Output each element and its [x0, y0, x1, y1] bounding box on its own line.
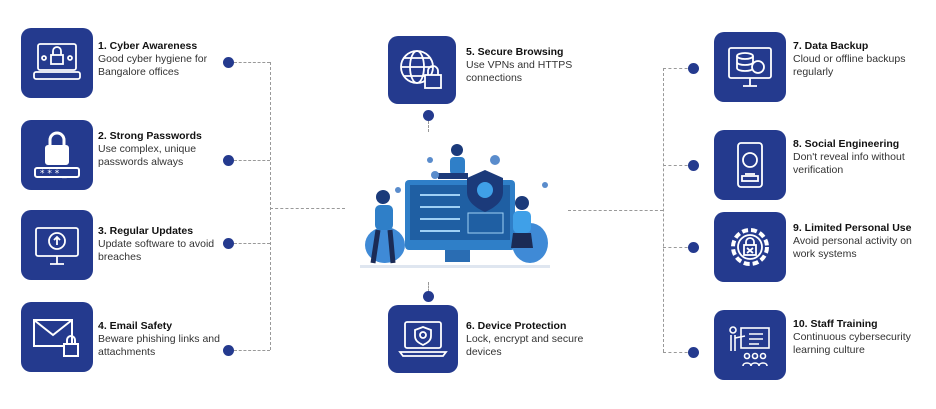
presentation-icon — [714, 310, 786, 380]
connector-line — [568, 210, 663, 211]
item-description: Update software to avoid breaches — [98, 238, 215, 263]
connector-line — [428, 282, 429, 292]
svg-text:* * * _: * * * _ — [40, 169, 67, 179]
item-title: 9. Limited Personal Use — [793, 222, 912, 234]
gear-lock-icon — [714, 212, 786, 282]
connector-dot — [223, 345, 234, 356]
connector-line — [234, 350, 270, 351]
connector-dot — [688, 63, 699, 74]
connector-line — [234, 62, 270, 63]
connector-line — [270, 208, 345, 209]
padlock-password-icon: * * * _ — [21, 120, 93, 190]
item-description: Beware phishing links and attachments — [98, 333, 220, 358]
item-title: 6. Device Protection — [466, 320, 567, 332]
connector-line — [663, 68, 664, 352]
item-title: 3. Regular Updates — [98, 225, 194, 237]
connector-line — [663, 165, 693, 166]
database-backup-icon — [714, 32, 786, 102]
security-team-illustration — [360, 144, 550, 268]
gear-update-icon — [21, 210, 93, 280]
connector-line — [663, 352, 693, 353]
item-title: 1. Cyber Awareness — [98, 40, 198, 52]
laptop-lock-icon — [21, 28, 93, 98]
item-description: Use complex, unique passwords always — [98, 143, 197, 168]
connector-line — [663, 247, 693, 248]
item-title: 4. Email Safety — [98, 320, 173, 332]
item-title: 5. Secure Browsing — [466, 46, 564, 58]
globe-lock-icon — [388, 36, 456, 104]
connector-line — [270, 62, 271, 350]
connector-dot — [223, 57, 234, 68]
item-description: Cloud or offline backups regularly — [793, 53, 906, 78]
item-title: 8. Social Engineering — [793, 138, 900, 150]
connector-dot — [223, 155, 234, 166]
connector-dot — [423, 291, 434, 302]
connector-line — [663, 68, 693, 69]
item-description: Don't reveal info without verification — [793, 151, 905, 176]
connector-line — [234, 160, 270, 161]
connector-line — [234, 243, 270, 244]
item-description: Use VPNs and HTTPS connections — [466, 59, 573, 84]
item-description: Good cyber hygiene for Bangalore offices — [98, 53, 208, 78]
item-title: 2. Strong Passwords — [98, 130, 202, 142]
connector-line — [428, 117, 429, 132]
connector-dot — [423, 110, 434, 121]
connector-dot — [688, 242, 699, 253]
connector-dot — [688, 160, 699, 171]
connector-dot — [688, 347, 699, 358]
phone-hacker-icon — [714, 130, 786, 200]
item-title: 7. Data Backup — [793, 40, 869, 52]
item-description: Continuous cybersecurity learning cultur… — [793, 331, 911, 356]
item-description: Lock, encrypt and secure devices — [466, 333, 584, 358]
connector-dot — [223, 238, 234, 249]
envelope-lock-icon — [21, 302, 93, 372]
item-description: Avoid personal activity on work systems — [793, 235, 912, 260]
laptop-shield-icon — [388, 305, 458, 373]
item-title: 10. Staff Training — [793, 318, 878, 330]
